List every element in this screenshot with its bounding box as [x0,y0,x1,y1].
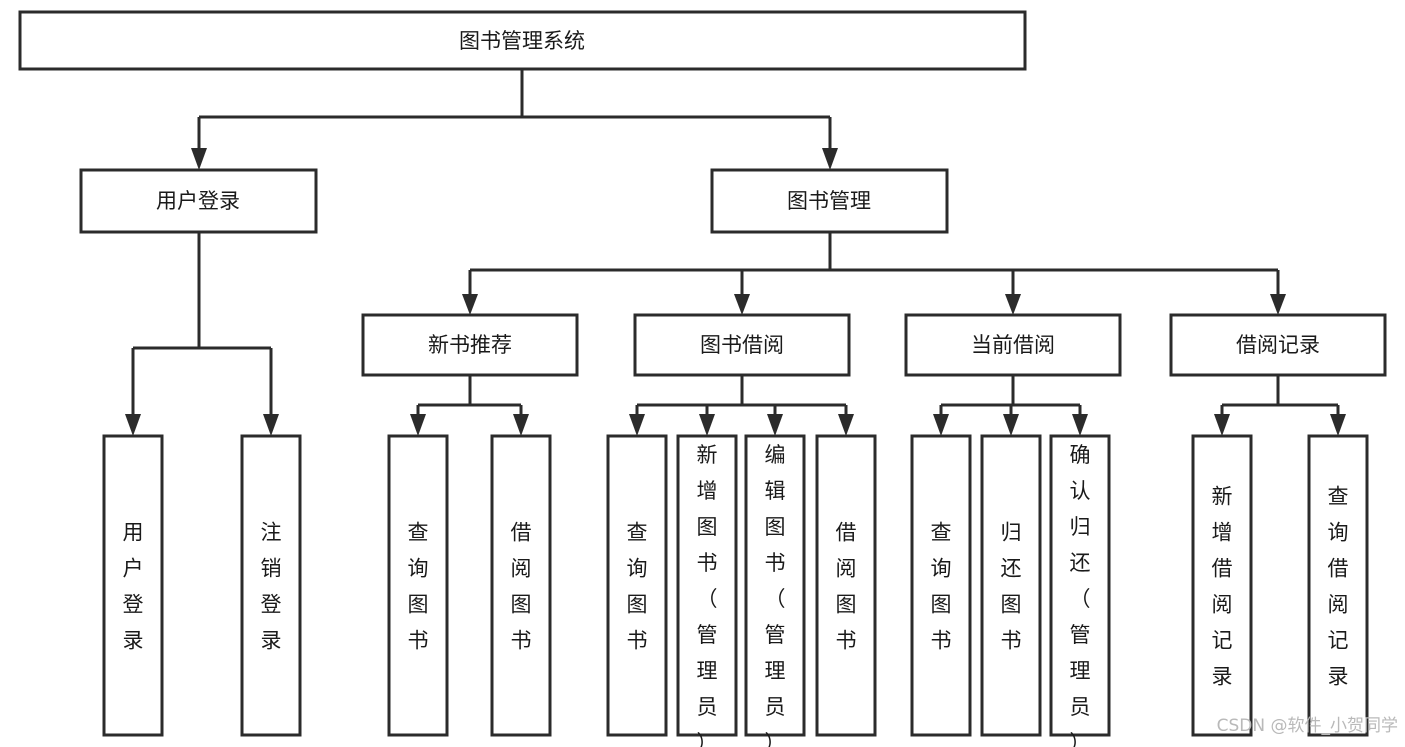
node-leaf-return-book-box[interactable] [980,434,1042,737]
node-leaf-query-record[interactable]: 查询借阅记录 [1307,434,1369,737]
node-leaf-user-login-label: 用户登录 [123,521,144,653]
node-leaf-confirm-return-label: 确认归还（管理员） [1070,443,1091,747]
node-leaf-query-book-1[interactable]: 查询图书 [387,434,449,737]
node-leaf-query-book-1-label: 查询图书 [408,521,429,653]
node-current-borrow-label: 当前借阅 [971,333,1055,357]
arrowhead-new-book-rec [462,294,478,315]
arrowhead-leaf-user-logout [263,414,279,436]
node-book-manage-box[interactable] [710,168,949,234]
arrowhead-leaf-edit-book [767,414,783,436]
node-root-box[interactable] [18,10,1027,71]
arrowhead-leaf-query-book-2 [629,414,645,436]
node-user-login-box[interactable] [79,168,318,234]
node-leaf-query-record-label: 查询借阅记录 [1328,485,1349,689]
node-leaf-user-logout[interactable]: 注销登录 [240,434,302,737]
arrowhead-book-borrow [734,294,750,315]
node-leaf-add-record-box[interactable] [1191,434,1253,737]
node-root-label: 图书管理系统 [459,29,585,53]
arrowhead-leaf-query-record [1330,414,1346,436]
node-book-manage[interactable]: 图书管理 [710,168,949,234]
node-user-login[interactable]: 用户登录 [79,168,318,234]
node-new-book-rec-box[interactable] [361,313,579,377]
node-leaf-edit-book-label: 编辑图书（管理员） [765,443,786,747]
node-leaf-add-record[interactable]: 新增借阅记录 [1191,434,1253,737]
node-book-borrow-label: 图书借阅 [700,333,784,357]
node-new-book-rec-label: 新书推荐 [428,333,512,357]
arrowhead-leaf-user-login [125,414,141,436]
node-user-login-label: 用户登录 [156,189,240,213]
node-leaf-edit-book-box[interactable] [744,434,806,737]
arrowhead-leaf-query-book-1 [410,414,426,436]
arrowhead-leaf-add-book [699,414,715,436]
node-leaf-query-book-3[interactable]: 查询图书 [910,434,972,737]
node-leaf-user-logout-box[interactable] [240,434,302,737]
node-root[interactable]: 图书管理系统 [18,10,1027,71]
watermark-text: CSDN @软件_小贺同学 [1217,716,1398,736]
node-leaf-confirm-return[interactable]: 确认归还（管理员） [1049,434,1111,747]
node-book-manage-label: 图书管理 [787,189,871,213]
node-leaf-edit-book[interactable]: 编辑图书（管理员） [744,434,806,747]
node-leaf-query-book-3-box[interactable] [910,434,972,737]
connector-layer [125,69,1346,436]
leaf-nodes-layer: 用户登录 注销登录 查询图书 借阅图书 查询图书 新增图书（管理员） [102,434,1369,747]
node-leaf-user-logout-label: 注销登录 [261,521,282,653]
arrowhead-leaf-borrow-book-2 [838,414,854,436]
arrowhead-book-manage [822,148,838,170]
node-leaf-add-book-box[interactable] [676,434,738,737]
arrowhead-borrow-record [1270,294,1286,315]
node-leaf-query-book-2-box[interactable] [606,434,668,737]
arrowhead-leaf-query-book-3 [933,414,949,436]
node-borrow-record-box[interactable] [1169,313,1387,377]
arrowhead-current-borrow [1005,294,1021,315]
node-book-borrow[interactable]: 图书借阅 [633,313,851,377]
arrowhead-leaf-borrow-book-1 [513,414,529,436]
arrowhead-user-login [191,148,207,170]
node-leaf-add-book-label: 新增图书（管理员） [697,443,718,747]
node-leaf-user-login-box[interactable] [102,434,164,737]
node-leaf-query-book-2-label: 查询图书 [627,521,648,653]
node-leaf-query-book-1-box[interactable] [387,434,449,737]
node-leaf-borrow-book-2[interactable]: 借阅图书 [815,434,877,737]
node-leaf-query-book-3-label: 查询图书 [931,521,952,653]
node-borrow-record[interactable]: 借阅记录 [1169,313,1387,377]
arrowhead-leaf-return-book [1003,414,1019,436]
arrowhead-leaf-add-record [1214,414,1230,436]
node-leaf-user-login[interactable]: 用户登录 [102,434,164,737]
node-borrow-record-label: 借阅记录 [1236,333,1320,357]
node-leaf-confirm-return-box[interactable] [1049,434,1111,737]
node-leaf-return-book[interactable]: 归还图书 [980,434,1042,737]
node-current-borrow[interactable]: 当前借阅 [904,313,1122,377]
node-leaf-add-record-label: 新增借阅记录 [1212,485,1233,689]
node-leaf-borrow-book-2-box[interactable] [815,434,877,737]
node-leaf-query-book-2[interactable]: 查询图书 [606,434,668,737]
node-leaf-borrow-book-1[interactable]: 借阅图书 [490,434,552,737]
node-leaf-add-book[interactable]: 新增图书（管理员） [676,434,738,747]
node-current-borrow-box[interactable] [904,313,1122,377]
arrowhead-leaf-confirm-return [1072,414,1088,436]
node-leaf-return-book-label: 归还图书 [1001,521,1022,653]
node-leaf-borrow-book-2-label: 借阅图书 [836,521,857,653]
node-leaf-query-record-box[interactable] [1307,434,1369,737]
node-leaf-borrow-book-1-box[interactable] [490,434,552,737]
node-leaf-borrow-book-1-label: 借阅图书 [511,521,532,653]
node-new-book-rec[interactable]: 新书推荐 [361,313,579,377]
node-book-borrow-box[interactable] [633,313,851,377]
